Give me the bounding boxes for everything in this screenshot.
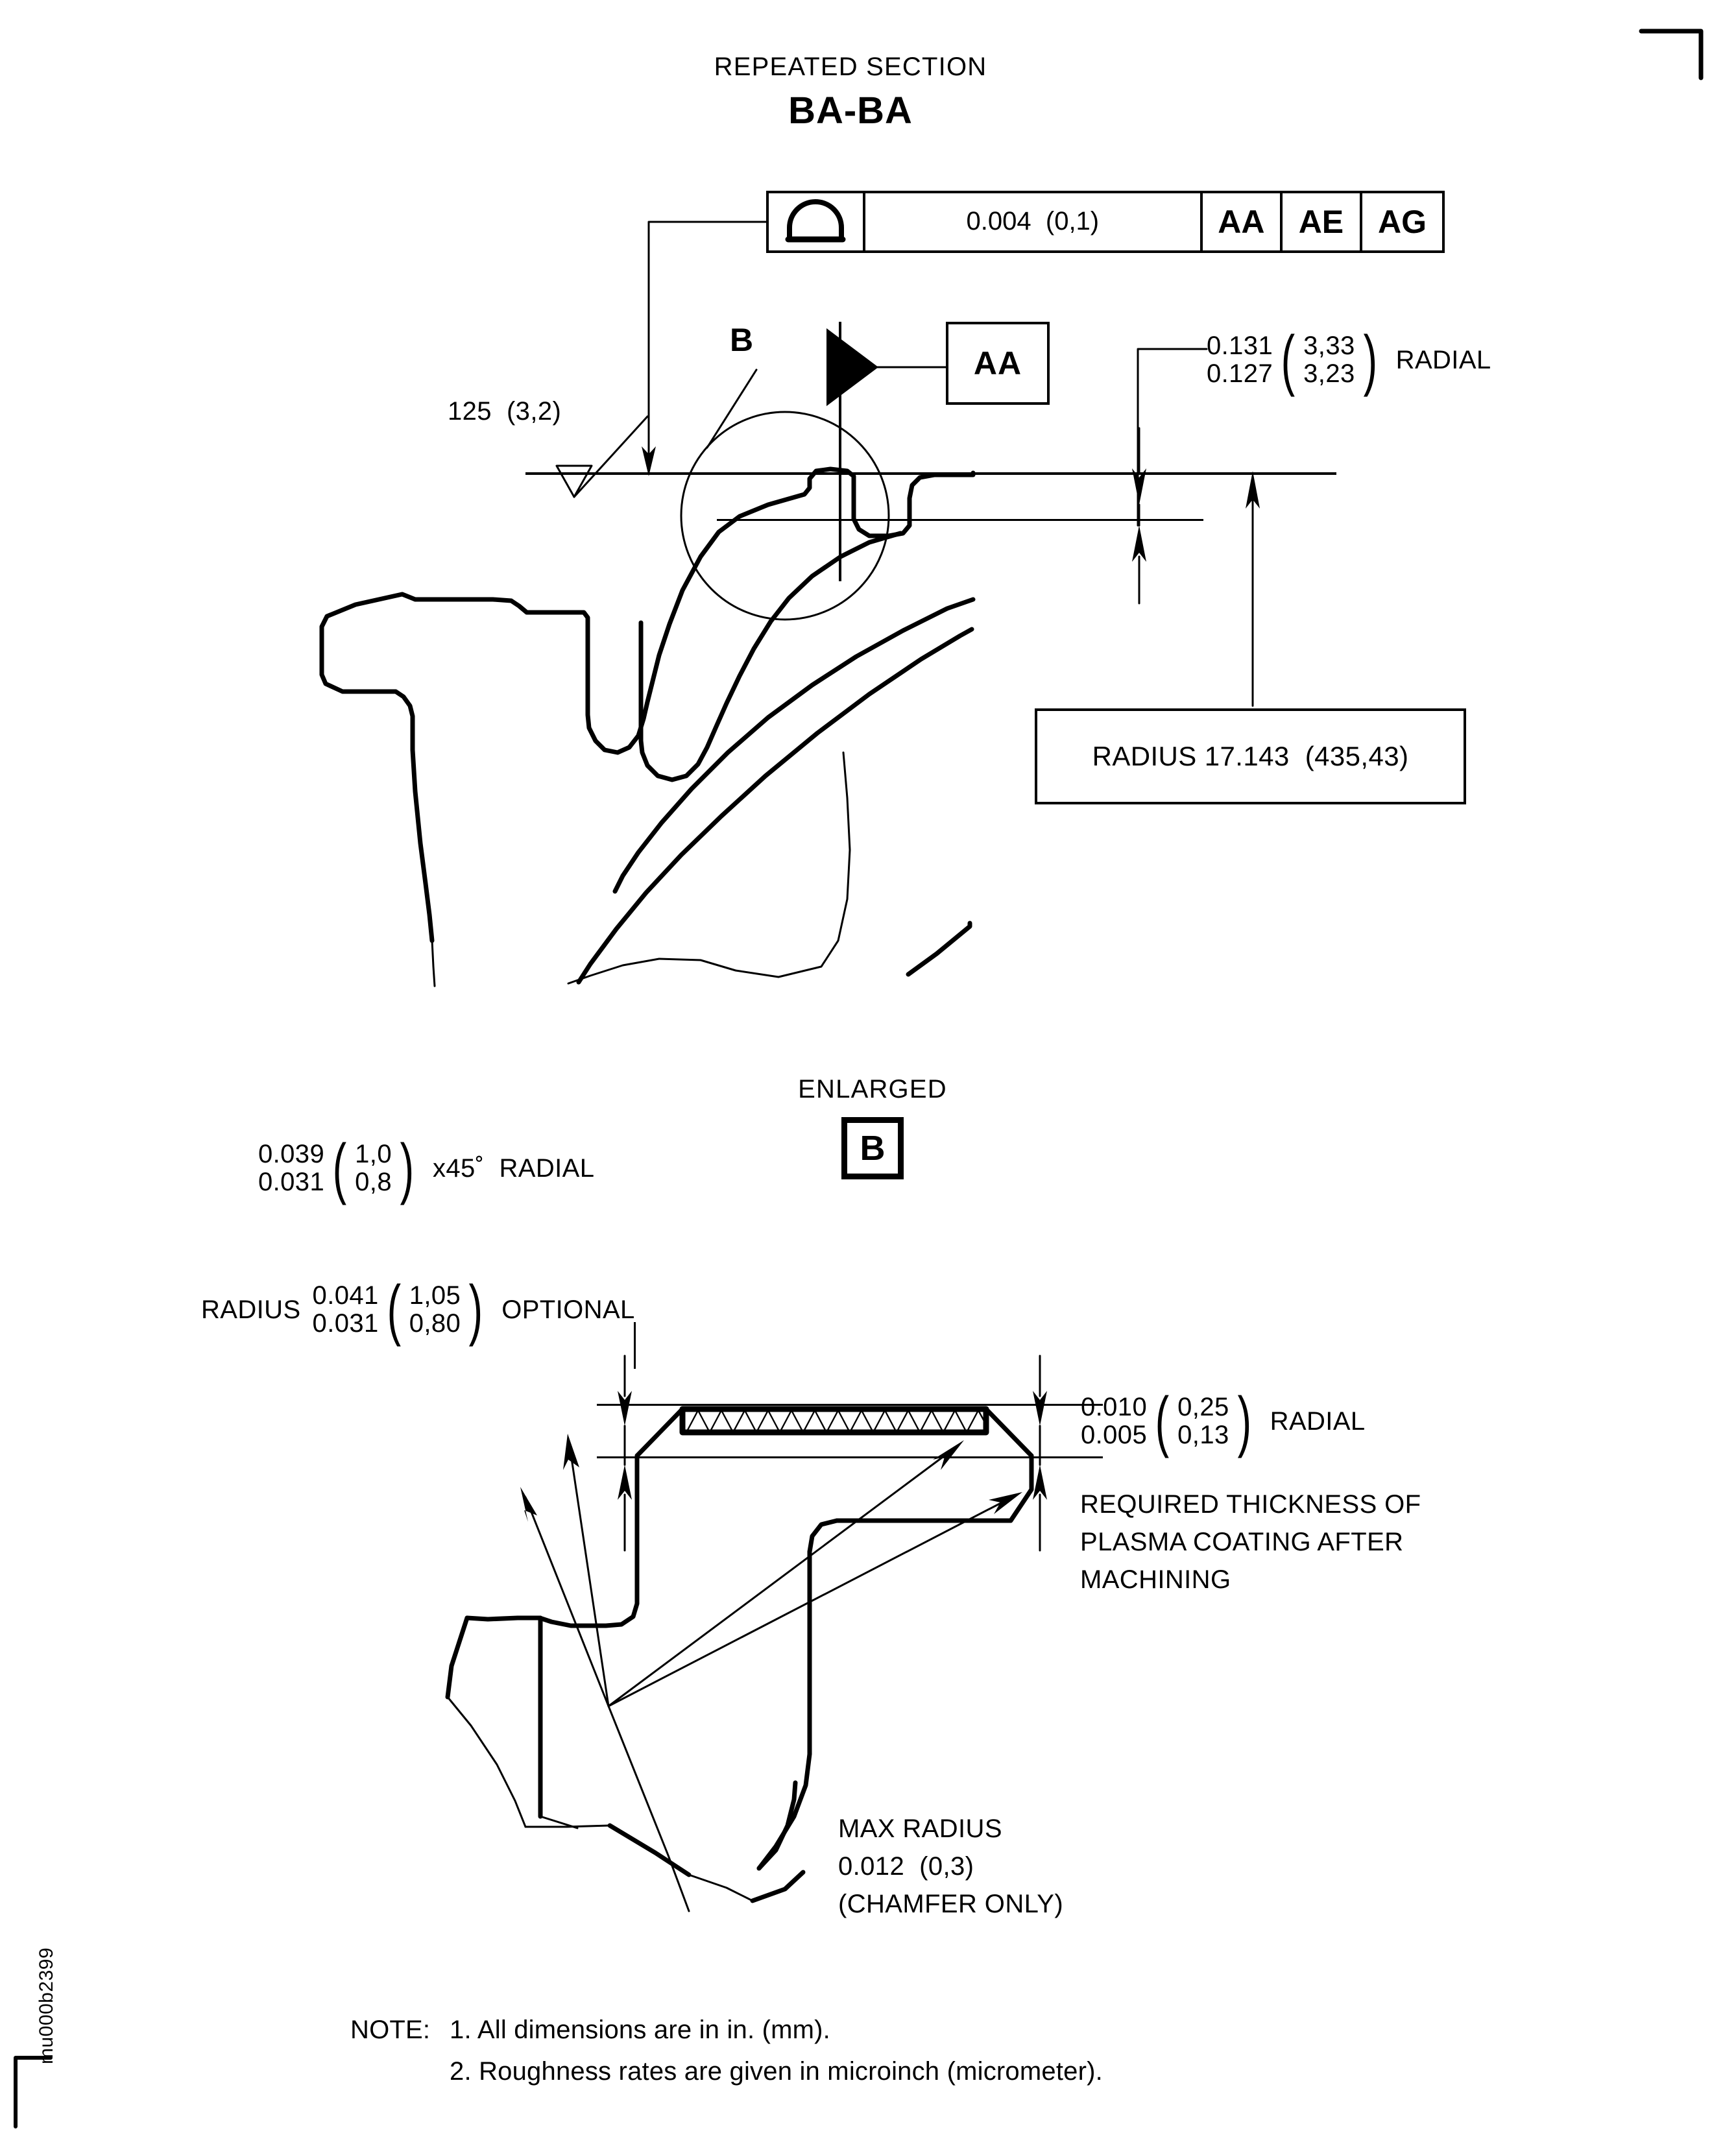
- radius-note-box: RADIUS 17.143 (435,43): [1035, 708, 1466, 804]
- radius-optional-upper-inch: 0.041: [312, 1281, 379, 1310]
- fcf-datum-primary: AA: [1203, 193, 1283, 250]
- chamfer-lower-inch: 0.031: [258, 1168, 325, 1197]
- paren-close: ): [1363, 322, 1377, 398]
- datum-feature-leader: [876, 366, 948, 368]
- datum-feature-label-aa: AA: [946, 322, 1050, 405]
- paren-open: (: [1281, 322, 1296, 398]
- coating-thickness-arrows-right: [1033, 1355, 1047, 1552]
- radial-dim-arrows: [1132, 427, 1146, 605]
- surface-finish-icon: [555, 415, 649, 498]
- upper-secondary-reference-line: [717, 519, 1203, 521]
- coating-note-line-2: PLASMA COATING AFTER: [1080, 1528, 1404, 1556]
- drawing-id: mu000b2399: [36, 1947, 57, 2064]
- paren-close: ): [400, 1130, 415, 1206]
- feature-control-frame: 0.004 (0,1) AA AE AG: [766, 191, 1445, 253]
- chamfer-upper-mm: 1,0: [355, 1140, 392, 1168]
- paren-open: (: [1155, 1383, 1170, 1459]
- chamfer-lower-mm: 0,8: [355, 1168, 392, 1197]
- coating-upper-inch: 0.010: [1081, 1393, 1148, 1421]
- fcf-tolerance-value: 0.004 (0,1): [865, 193, 1203, 250]
- radius-dimension-arrow: [1246, 471, 1260, 707]
- coating-upper-mm: 0,25: [1177, 1393, 1229, 1421]
- paren-open: (: [387, 1271, 402, 1347]
- fcf-datum-tertiary: AG: [1377, 204, 1427, 240]
- radial-dim-lower-mm: 3,23: [1303, 359, 1355, 389]
- radial-dim-lower-inch: 0.127: [1207, 359, 1273, 389]
- coating-note-line-3: MACHINING: [1080, 1565, 1231, 1594]
- enlarged-label: ENLARGED: [798, 1075, 947, 1103]
- coating-suffix: RADIAL: [1270, 1406, 1366, 1436]
- note-item-1: 1. All dimensions are in in. (mm).: [450, 2016, 830, 2044]
- chamfer-upper-inch: 0.039: [258, 1140, 325, 1168]
- chamfer-dimension: 0.039 0.031 ( 1,0 0,8 ) x45˚ RADIAL: [258, 1130, 595, 1206]
- section-subtitle: REPEATED SECTION: [714, 53, 987, 81]
- id-corner-bracket: [14, 2056, 53, 2128]
- coating-lower-inch: 0.005: [1081, 1421, 1148, 1450]
- max-radius-line-1: MAX RADIUS: [838, 1814, 1002, 1843]
- chamfer-suffix: x45˚ RADIAL: [433, 1153, 595, 1183]
- paren-close: ): [468, 1271, 483, 1347]
- radius-optional-prefix: RADIUS: [201, 1295, 301, 1324]
- radius-optional-lower-inch: 0.031: [312, 1309, 379, 1338]
- radius-optional-suffix: OPTIONAL: [501, 1295, 635, 1324]
- datum-extension-line: [839, 322, 841, 581]
- radial-dim-upper-mm: 3,33: [1303, 331, 1355, 360]
- radial-dim-suffix: RADIAL: [1395, 345, 1491, 374]
- coating-note-line-1: REQUIRED THICKNESS OF: [1080, 1490, 1421, 1519]
- radius-optional-dimension: RADIUS 0.041 0.031 ( 1,05 0,80 ) OPTIONA…: [201, 1271, 635, 1347]
- paren-close: ): [1237, 1383, 1251, 1459]
- fcf-datum-secondary: AE: [1283, 193, 1362, 250]
- radial-dim-upper-inch: 0.131: [1207, 331, 1273, 360]
- radius-optional-leader: [634, 1322, 636, 1369]
- radius-optional-upper-mm: 1,05: [409, 1281, 461, 1310]
- corner-crop-mark: [1639, 29, 1704, 80]
- upper-section-profile: [319, 466, 976, 987]
- coating-extension-line-bottom: [597, 1456, 1103, 1458]
- enlarged-section-profile: [445, 1406, 1034, 1912]
- profile-of-a-surface-icon: [769, 193, 865, 250]
- coating-dimension: 0.010 0.005 ( 0,25 0,13 ) RADIAL: [1081, 1383, 1366, 1459]
- section-title: BA-BA: [788, 90, 913, 132]
- radius-optional-lower-mm: 0,80: [409, 1309, 461, 1338]
- detail-circle-b: [680, 411, 890, 621]
- fcf-leader-line: [642, 221, 767, 476]
- enlarged-detail-letter: B: [841, 1117, 904, 1179]
- radial-dim-leader: [1137, 348, 1208, 527]
- detail-callout-label: B: [730, 322, 754, 358]
- coating-lower-mm: 0,13: [1177, 1421, 1229, 1450]
- paren-open: (: [332, 1130, 347, 1206]
- max-radius-line-3: (CHAMFER ONLY): [838, 1890, 1064, 1918]
- coating-extension-line-top: [597, 1404, 1103, 1406]
- notes-label: NOTE:: [350, 2016, 431, 2044]
- max-radius-line-2: 0.012 (0,3): [838, 1852, 974, 1881]
- detail-callout-leader: [706, 368, 758, 449]
- surface-finish-value: 125 (3,2): [448, 397, 562, 426]
- note-item-2: 2. Roughness rates are given in microinc…: [450, 2057, 1103, 2086]
- radial-dimension-upper: 0.131 0.127 ( 3,33 3,23 ) RADIAL: [1207, 322, 1491, 398]
- coating-thickness-arrows-left: [618, 1355, 632, 1552]
